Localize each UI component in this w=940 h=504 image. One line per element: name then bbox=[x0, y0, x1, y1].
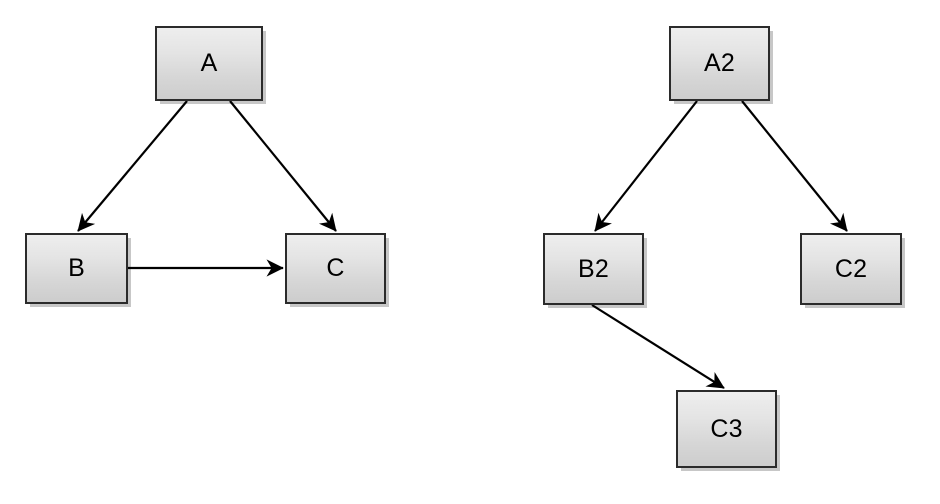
node-c[interactable]: C bbox=[285, 233, 386, 304]
edges-group bbox=[77, 100, 848, 389]
node-c2[interactable]: C2 bbox=[800, 233, 902, 305]
node-label-c3: C3 bbox=[710, 414, 743, 443]
node-label-b: B bbox=[68, 254, 85, 282]
node-a[interactable]: A bbox=[155, 26, 263, 101]
node-label-b2: B2 bbox=[578, 254, 609, 283]
edge-a2-to-c2[interactable] bbox=[741, 100, 848, 232]
node-label-a2: A2 bbox=[704, 49, 735, 77]
node-a2[interactable]: A2 bbox=[669, 26, 770, 101]
edge-a-to-b[interactable] bbox=[77, 100, 188, 232]
edge-b2-to-c3[interactable] bbox=[591, 304, 725, 389]
node-b2[interactable]: B2 bbox=[543, 233, 644, 305]
node-b[interactable]: B bbox=[25, 233, 128, 304]
node-label-c: C bbox=[326, 254, 345, 282]
node-label-a: A bbox=[200, 49, 218, 77]
edge-a2-to-b2[interactable] bbox=[594, 100, 698, 232]
edge-a-to-c[interactable] bbox=[229, 100, 337, 232]
node-c3[interactable]: C3 bbox=[676, 390, 777, 468]
node-label-c2: C2 bbox=[834, 254, 868, 283]
